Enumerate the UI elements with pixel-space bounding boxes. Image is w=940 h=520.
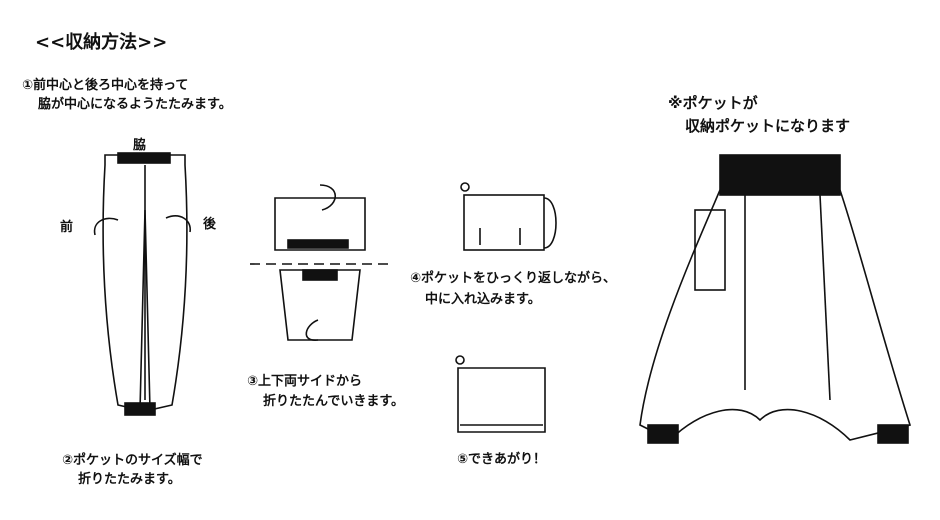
front-label: 前 (60, 220, 74, 235)
step1-pants-illustration (93, 152, 191, 416)
step4-pocket-illustration (460, 182, 557, 251)
step5-finished-illustration (455, 355, 546, 433)
step4-line2: 中に入れ込みます。 (425, 292, 541, 307)
step3-folded-illustration (250, 184, 390, 341)
back-label: 後 (203, 217, 217, 232)
step3-line1: ③上下両サイドから (247, 374, 363, 389)
step5-line1: ⑤できあがり！ (457, 452, 547, 467)
step1-line2: 脇が中心になるようたたみます。 (38, 97, 232, 112)
step2-line2: 折りたたみます。 (78, 472, 181, 487)
final-pants-illustration (639, 154, 912, 444)
page-title: <<収納方法>> (35, 32, 168, 53)
step2-line1: ②ポケットのサイズ幅で (62, 453, 203, 468)
step4-line1: ④ポケットをひっくり返しながら、 (410, 271, 617, 286)
step1-line1: ①前中心と後ろ中心を持って (22, 78, 189, 93)
step3-line2: 折りたたんでいきます。 (263, 394, 405, 409)
side-label: 脇 (133, 138, 147, 153)
note-line2: 収納ポケットになります (685, 117, 851, 135)
note-line1: ※ポケットが (668, 94, 758, 112)
